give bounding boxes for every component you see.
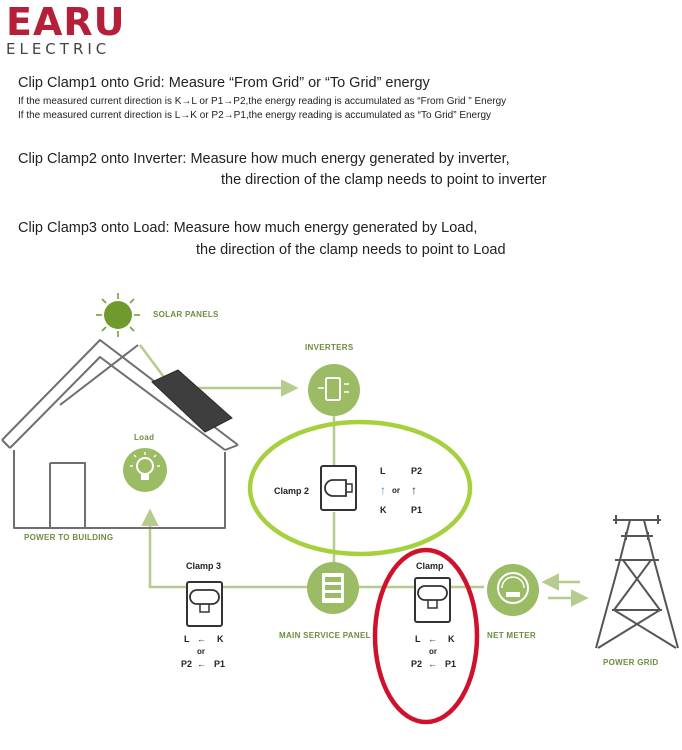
clamp2-label: Clamp 2	[274, 486, 309, 496]
clamp1-or: or	[429, 647, 437, 656]
clamp3-row2-right: P1	[214, 659, 225, 669]
clamp2-highlight-ellipse	[247, 419, 473, 557]
brand-name: EARU	[6, 0, 126, 44]
clamp3-heading: Clip Clamp3 onto Load: Measure how much …	[18, 220, 478, 236]
clamp1-row1-left: L	[415, 634, 421, 644]
net-meter-label: NET METER	[487, 631, 536, 640]
clamp3-label: Clamp 3	[186, 561, 221, 571]
clamp2-k: K	[380, 505, 387, 515]
clamp2-heading: Clip Clamp2 onto Inverter: Measure how m…	[18, 151, 510, 167]
clamp3-row1-right: K	[217, 634, 224, 644]
main-service-panel-label: MAIN SERVICE PANEL	[279, 631, 371, 640]
clamp3-icon	[186, 581, 223, 627]
clamp1-highlight-ellipse	[372, 547, 480, 725]
inverter-icon	[308, 364, 360, 416]
net-meter-icon	[487, 564, 539, 616]
power-grid-tower-icon	[595, 515, 679, 649]
clamp1-heading: Clip Clamp1 onto Grid: Measure “From Gri…	[18, 75, 430, 91]
clamp2-arrow-left: ↑	[380, 483, 386, 497]
clamp1-row2-left: P2	[411, 659, 422, 669]
panel-to-load-arrow	[141, 508, 308, 589]
clamp3-row2-left: P2	[181, 659, 192, 669]
clamp1-row1-right: K	[448, 634, 455, 644]
clamp3-row1-arrow: ←	[197, 634, 206, 644]
clamp1-rule-to-grid: If the measured current direction is L→K…	[18, 110, 492, 121]
clamp2-arrow-right: ↑	[411, 483, 417, 497]
clamp2-p2: P2	[411, 466, 422, 476]
load-bulb-icon	[123, 448, 167, 492]
power-to-building-label: POWER TO BUILDING	[24, 533, 113, 542]
clamp1-label: Clamp	[416, 561, 444, 571]
clamp3-or: or	[197, 647, 205, 656]
clamp1-row2-right: P1	[445, 659, 456, 669]
clamp1-row2-arrow: ←	[428, 659, 437, 669]
clamp2-l: L	[380, 466, 386, 476]
clamp2-direction: the direction of the clamp needs to poin…	[221, 172, 547, 188]
load-label: Load	[134, 433, 154, 442]
inverters-label: INVERTERS	[305, 343, 354, 352]
clamp3-direction: the direction of the clamp needs to poin…	[196, 242, 506, 258]
clamp1-icon	[414, 577, 451, 623]
brand-logo: EARU ELECTRIC	[6, 2, 125, 58]
solar-panels-label: SOLAR PANELS	[153, 310, 219, 319]
clamp2-icon	[320, 465, 357, 511]
clamp3-row2-arrow: ←	[197, 659, 206, 669]
clamp3-row1-left: L	[184, 634, 190, 644]
brand-subtitle: ELECTRIC	[6, 40, 111, 58]
power-grid-label: POWER GRID	[603, 658, 658, 667]
sun-icon	[96, 293, 140, 337]
clamp2-or: or	[392, 486, 400, 495]
clamp2-p1: P1	[411, 505, 422, 515]
clamp1-row1-arrow: ←	[428, 634, 437, 644]
roof-solar-panel	[151, 369, 233, 433]
house-drawing	[1, 339, 239, 529]
clamp1-rule-from-grid: If the measured current direction is K→L…	[18, 96, 507, 107]
main-service-panel-icon	[307, 562, 359, 614]
